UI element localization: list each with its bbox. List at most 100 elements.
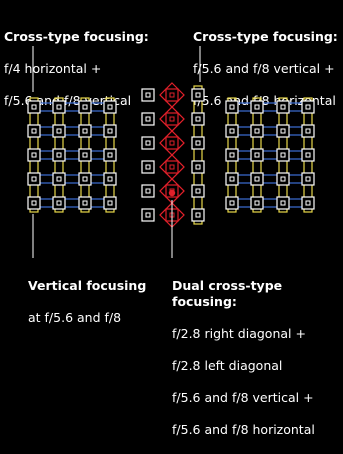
- af-point: [250, 148, 264, 162]
- af-point: [165, 112, 179, 126]
- af-point: [27, 148, 41, 162]
- af-point: [27, 100, 41, 114]
- af-point: [103, 124, 117, 138]
- af-point-center: [145, 212, 151, 218]
- af-point: [250, 100, 264, 114]
- af-point-center: [82, 128, 88, 134]
- af-point-center: [145, 92, 151, 98]
- af-point-center: [31, 128, 37, 134]
- af-point-center: [82, 200, 88, 206]
- horizontal-sensor-line: [29, 102, 115, 112]
- af-grid: [27, 46, 315, 258]
- af-point: [27, 196, 41, 210]
- af-point-center: [169, 116, 175, 122]
- label-line: f/5.6 and f/8 horizontal: [172, 422, 315, 437]
- af-point: [27, 124, 41, 138]
- af-point-center: [305, 152, 311, 158]
- label-line: at f/5.6 and f/8: [28, 310, 122, 325]
- af-point: [250, 196, 264, 210]
- af-point-center: [195, 212, 201, 218]
- af-point-center: [107, 104, 113, 110]
- af-point-center: [280, 104, 286, 110]
- label-line: f/2.8 right diagonal +: [172, 326, 306, 341]
- af-point: [165, 136, 179, 150]
- af-point-center: [145, 116, 151, 122]
- af-point-center: [31, 152, 37, 158]
- horizontal-sensor-line: [227, 198, 313, 208]
- af-point: [276, 148, 290, 162]
- af-point: [165, 88, 179, 102]
- af-point: [191, 208, 205, 222]
- af-point-center: [82, 104, 88, 110]
- af-point-center: [195, 140, 201, 146]
- af-point: [225, 196, 239, 210]
- af-point: [141, 136, 155, 150]
- af-point-center: [305, 128, 311, 134]
- label-title: Cross-type focusing:: [4, 29, 149, 44]
- af-point: [191, 136, 205, 150]
- af-point: [78, 100, 92, 114]
- af-point-center: [195, 164, 201, 170]
- af-point: [141, 208, 155, 222]
- af-point: [78, 148, 92, 162]
- label-title: Cross-type focusing:: [193, 29, 338, 44]
- af-point-center: [56, 128, 62, 134]
- label-line: f/5.6 and f/8 vertical +: [172, 390, 314, 405]
- diagonal-sensor-line: [159, 94, 185, 120]
- af-point-center: [56, 200, 62, 206]
- horizontal-sensor-line: [29, 198, 115, 208]
- af-point-center: [56, 104, 62, 110]
- af-point: [103, 100, 117, 114]
- af-point-center: [254, 104, 260, 110]
- af-point-center: [229, 152, 235, 158]
- af-point-center: [305, 176, 311, 182]
- af-point: [52, 196, 66, 210]
- diagonal-sensor-line: [159, 118, 185, 144]
- af-point-center: [280, 176, 286, 182]
- af-point: [225, 148, 239, 162]
- af-point-center: [82, 152, 88, 158]
- diagonal-sensor-line: [159, 142, 185, 168]
- af-point-center: [145, 140, 151, 146]
- af-point: [141, 160, 155, 174]
- af-point-center: [254, 128, 260, 134]
- af-points-diagram: Cross-type focusing: f/4 horizontal + f/…: [4, 29, 338, 437]
- af-point: [141, 112, 155, 126]
- af-point: [52, 124, 66, 138]
- af-point-center: [280, 128, 286, 134]
- af-point: [225, 124, 239, 138]
- af-point: [103, 196, 117, 210]
- horizontal-sensor-line: [29, 150, 115, 160]
- af-point-center: [107, 176, 113, 182]
- af-point: [301, 172, 315, 186]
- af-point: [52, 172, 66, 186]
- af-point-center: [56, 176, 62, 182]
- horizontal-sensor-line: [227, 126, 313, 136]
- af-point-center: [145, 164, 151, 170]
- af-point: [141, 88, 155, 102]
- af-point: [78, 196, 92, 210]
- af-point: [141, 184, 155, 198]
- af-point-center: [229, 200, 235, 206]
- af-point-center: [169, 140, 175, 146]
- af-point-center: [169, 164, 175, 170]
- af-point-center: [229, 104, 235, 110]
- af-point-center: [254, 152, 260, 158]
- af-point-center: [107, 200, 113, 206]
- af-point: [165, 160, 179, 174]
- af-point-center: [145, 188, 151, 194]
- af-point: [301, 148, 315, 162]
- label-title: Dual cross-type focusing:: [172, 278, 283, 309]
- center-point-highlight: [168, 189, 176, 197]
- horizontal-sensor-line: [29, 126, 115, 136]
- af-point-center: [31, 200, 37, 206]
- vertical-sensor-line: [193, 85, 203, 225]
- label-line: f/2.8 left diagonal: [172, 358, 283, 373]
- af-point-center: [305, 200, 311, 206]
- af-point-center: [107, 152, 113, 158]
- af-point: [250, 172, 264, 186]
- af-point: [276, 196, 290, 210]
- af-point: [103, 172, 117, 186]
- af-point-center: [31, 176, 37, 182]
- af-point-center: [82, 176, 88, 182]
